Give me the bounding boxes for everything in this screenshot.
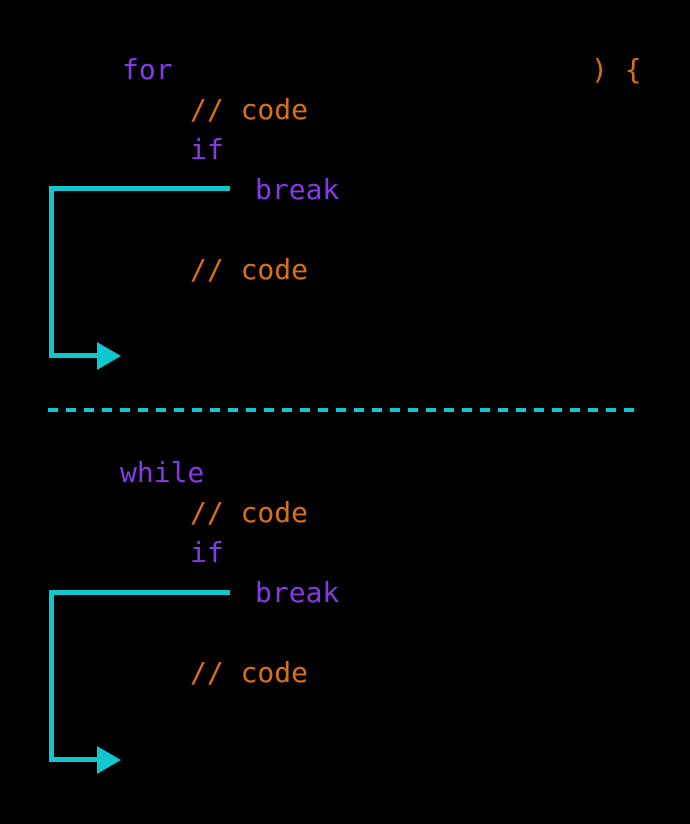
arrow-right-icon [97,746,121,774]
arrow-horizontal-segment [49,590,230,595]
arrow-vertical-segment [49,590,54,762]
for-break-keyword: break [255,173,340,206]
arrow-horizontal-segment [49,186,230,191]
dashed-separator [48,408,640,412]
while-if-keyword: if [190,536,224,569]
for-if-keyword: if [190,133,224,166]
arrow-right-icon [97,342,121,370]
while-keyword: while [120,456,205,489]
for-comment-1: // code [190,93,309,126]
for-keyword: for [122,53,173,86]
arrow-tail-segment [49,757,101,762]
arrow-tail-segment [49,353,101,358]
for-loop-close: ) { [591,53,642,86]
arrow-vertical-segment [49,186,54,358]
while-comment-2: // code [190,656,309,689]
while-comment-1: // code [190,496,309,529]
while-break-keyword: break [255,576,340,609]
for-comment-2: // code [190,253,309,286]
